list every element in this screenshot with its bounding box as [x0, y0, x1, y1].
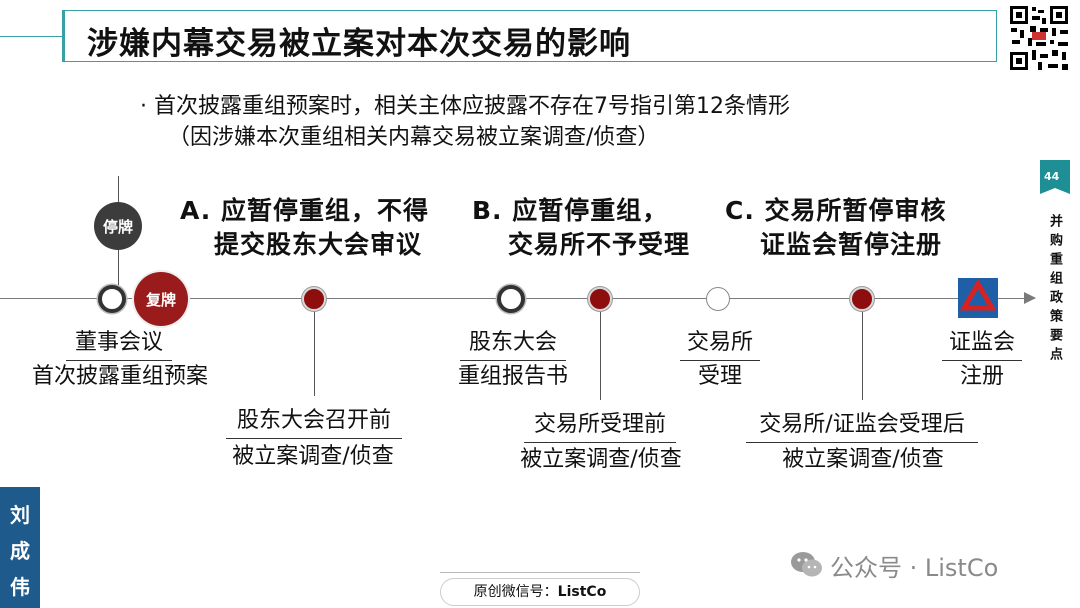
author-name: 刘成伟	[10, 503, 30, 599]
heading-a-line1: A. 应暂停重组，不得	[180, 196, 430, 225]
watermark-text: 公众号 · ListCo	[830, 554, 999, 582]
qr-code-icon	[1008, 4, 1070, 72]
author-tab: 刘成伟	[0, 487, 40, 608]
exchange-accept-node	[706, 287, 730, 311]
footer-account-box: 原创微信号：ListCo	[440, 578, 640, 606]
event-3-desc: 被立案调查/侦查	[782, 447, 944, 472]
heading-b-line2: 交易所不予受理	[508, 230, 691, 259]
shareholder-meeting-node	[497, 285, 525, 313]
bullet-marker: ·	[140, 94, 147, 119]
footer-divider	[440, 572, 640, 573]
suspend-badge: 停牌	[94, 202, 142, 250]
event-1-desc: 被立案调查/侦查	[232, 444, 394, 469]
title-frame: 涉嫌内幕交易被立案对本次交易的影响	[62, 10, 997, 62]
wechat-icon	[791, 552, 822, 577]
event-3-connector	[862, 300, 863, 400]
heading-b-line1: B. 应暂停重组，	[472, 196, 669, 225]
csrc-label: 证监会	[942, 326, 1022, 361]
event-2-node	[588, 287, 612, 311]
event-2-connector	[600, 300, 601, 400]
exchange-label: 交易所	[680, 326, 760, 361]
registration-label: 注册	[959, 364, 1004, 389]
shareholder-meeting-label: 股东大会	[460, 326, 566, 361]
event-1-node	[302, 287, 326, 311]
restructuring-report-label: 重组报告书	[457, 364, 568, 389]
event-1-title: 股东大会召开前	[226, 404, 402, 439]
event-3-node	[850, 287, 874, 311]
first-disclosure-label: 首次披露重组预案	[31, 364, 208, 389]
heading-c-line2: 证监会暂停注册	[760, 230, 943, 259]
header-decoration-line	[0, 36, 62, 37]
heading-a-line2: 提交股东大会审议	[214, 230, 423, 259]
bullet-text-1: 首次披露重组预案时，相关主体应披露不存在7号指引第12条情形	[154, 94, 790, 119]
suspend-connector	[118, 250, 119, 286]
event-1-connector	[314, 300, 315, 396]
heading-c-line1: C. 交易所暂停审核	[725, 196, 947, 225]
event-3-title: 交易所/证监会受理后	[746, 408, 978, 443]
board-meeting-node	[98, 285, 126, 313]
event-2-desc: 被立案调查/侦查	[520, 447, 682, 472]
board-meeting-label: 董事会议	[66, 326, 172, 361]
csrc-logo-icon	[958, 278, 998, 318]
section-label: 并购重组政策要点	[1047, 214, 1062, 366]
page-title: 涉嫌内幕交易被立案对本次交易的影响	[87, 26, 631, 62]
side-tab	[1040, 160, 1080, 400]
footer-account: ListCo	[557, 584, 607, 600]
suspend-connector-top	[118, 176, 119, 204]
accept-label: 受理	[697, 364, 742, 389]
timeline-arrow-icon	[1024, 292, 1036, 304]
resume-badge: 复牌	[134, 272, 188, 326]
footer-label: 原创微信号：	[473, 584, 558, 600]
page-number: 44	[1044, 170, 1060, 183]
event-2-title: 交易所受理前	[524, 408, 676, 443]
bullet-line-1: · 首次披露重组预案时，相关主体应披露不存在7号指引第12条情形	[140, 92, 790, 122]
bullet-text-2: （因涉嫌本次重组相关内幕交易被立案调查/侦查）	[168, 125, 660, 150]
